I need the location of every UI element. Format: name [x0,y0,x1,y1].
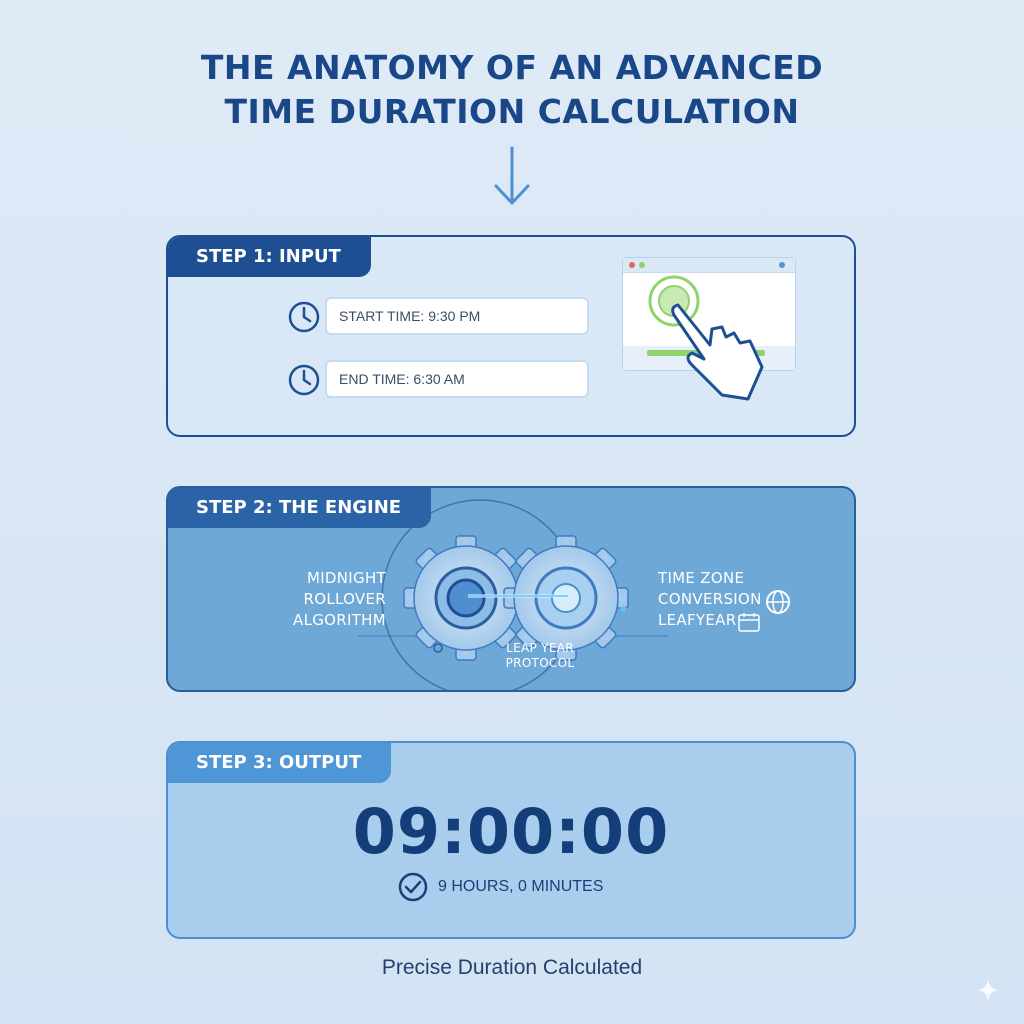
calendar-icon [738,613,760,632]
step-1-tag: STEP 1: INPUT [168,237,371,277]
step-3-panel: STEP 3: OUTPUT 09:00:00 9 HOURS, 0 MINUT… [166,741,856,939]
clock-icon [288,301,320,333]
page-title: THE ANATOMY OF AN ADVANCED TIME DURATION… [0,46,1024,134]
step-2-panel: STEP 2: THE ENGINE MIDNIGHT ROLLOVER ALG… [166,486,856,692]
arrow-down-icon [494,146,530,205]
step-3-tag: STEP 3: OUTPUT [168,743,392,783]
step-1-panel: STEP 1: INPUT START TIME: 9:30 PM END TI… [166,235,856,437]
duration-display: 09:00:00 [352,795,670,868]
check-circle-icon [398,872,428,902]
footer-caption: Precise Duration Calculated [381,956,643,979]
time-zone-label: TIME ZONE CONVERSION LEAFYEAR [658,569,762,629]
start-time-field[interactable]: START TIME: 9:30 PM [325,297,589,335]
end-time-field[interactable]: END TIME: 6:30 AM [325,360,589,398]
clock-icon [288,364,320,396]
sparkle-icon [977,979,999,1001]
globe-icon [766,590,790,614]
pointing-hand-icon [648,275,764,401]
duration-text: 9 HOURS, 0 MINUTES [438,878,604,895]
title-line-2: TIME DURATION CALCULATION [224,92,800,131]
step-2-tag: STEP 2: THE ENGINE [168,488,432,528]
gears-icon [358,499,668,690]
title-line-1: THE ANATOMY OF AN ADVANCED [200,48,824,87]
leap-year-protocol-label: LEAP YEAR PROTOCOL [505,641,575,670]
midnight-rollover-label: MIDNIGHT ROLLOVER ALGORITHM [293,569,386,629]
